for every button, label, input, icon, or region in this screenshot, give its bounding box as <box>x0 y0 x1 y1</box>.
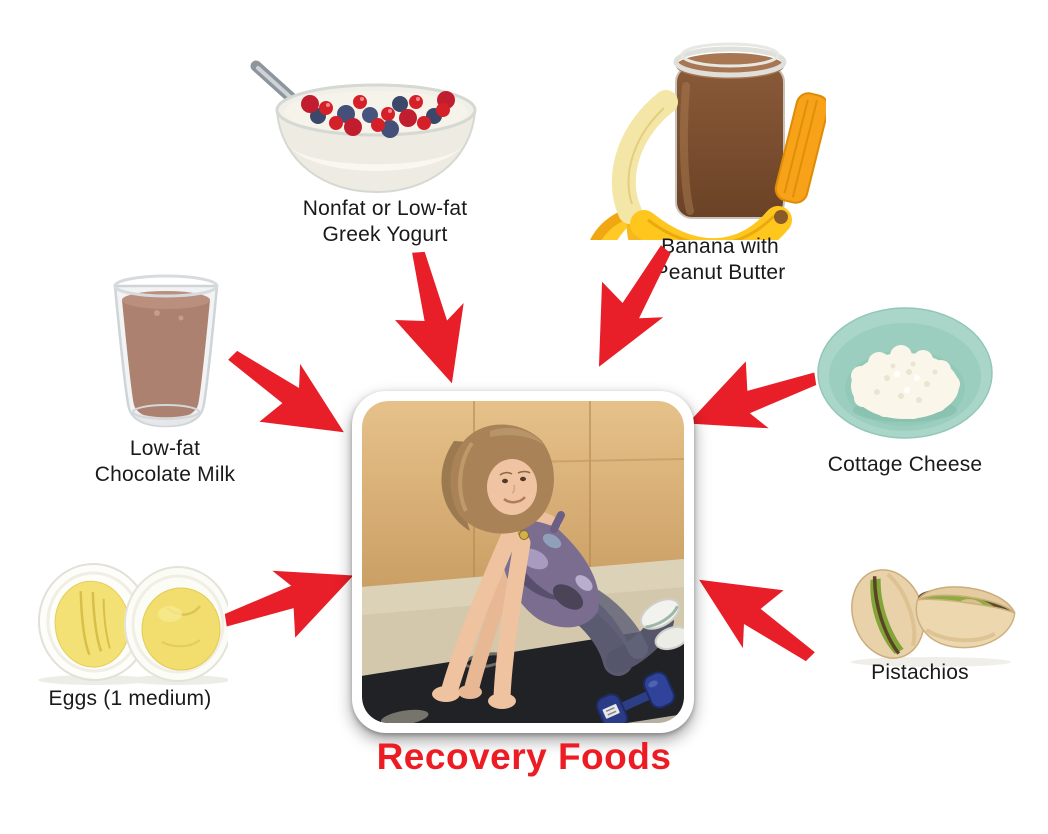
arrow-from-greek-yogurt <box>395 251 464 384</box>
pistachios-image <box>851 569 1016 667</box>
arrow-from-chocolate-milk <box>228 350 344 433</box>
banana-peanut-butter-image <box>590 42 826 240</box>
center-photo-woman-exercising <box>362 401 684 723</box>
eggs-image <box>37 563 228 685</box>
cottage-cheese-label: Cottage Cheese <box>827 453 983 476</box>
center-photo-frame <box>352 391 694 733</box>
arrow-from-eggs <box>224 570 354 638</box>
chocolate-milk-label: Low-fat Chocolate Milk <box>94 437 236 486</box>
arrow-from-pistachios <box>699 579 815 662</box>
chocolate-milk-image <box>113 274 219 428</box>
diagram-title: Recovery Foods <box>376 736 672 777</box>
cottage-cheese-image <box>817 307 993 439</box>
banana-peanut-butter-label: Banana with Peanut Butter <box>654 235 786 284</box>
arrow-from-cottage-cheese <box>687 361 817 429</box>
eggs-label: Eggs (1 medium) <box>48 687 212 710</box>
greek-yogurt-image <box>250 60 477 194</box>
pistachios-label: Pistachios <box>871 661 969 684</box>
arrow-from-banana-peanut-butter <box>598 245 671 367</box>
greek-yogurt-label: Nonfat or Low-fat Greek Yogurt <box>302 197 468 246</box>
